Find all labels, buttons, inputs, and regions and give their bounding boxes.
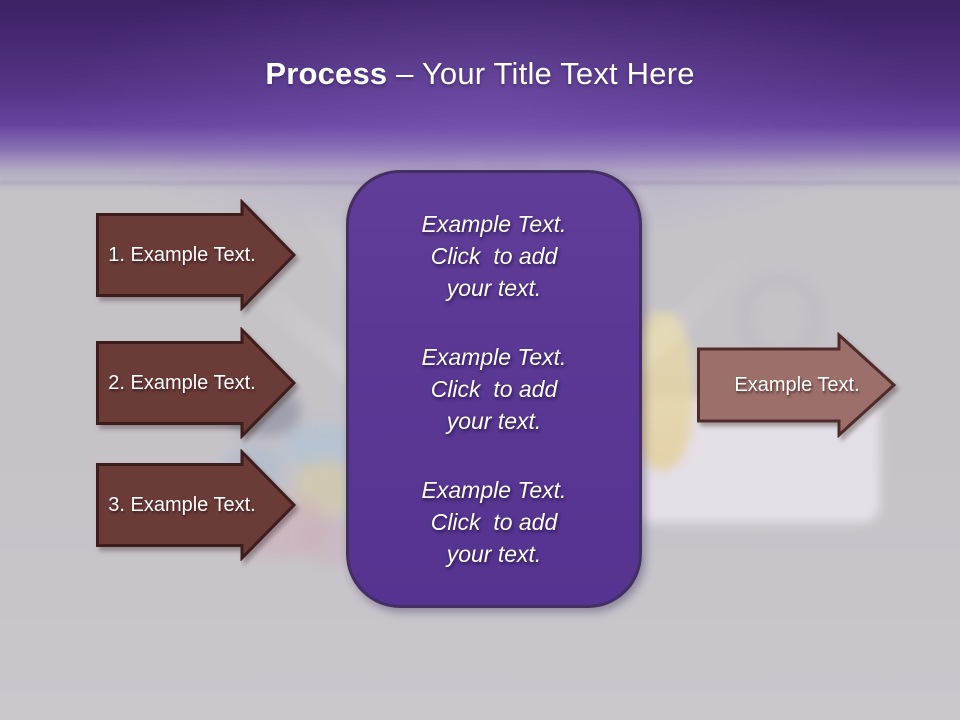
process-arrow-2: 2. Example Text. — [96, 327, 298, 439]
arrow-label: Example Text. — [734, 373, 860, 396]
content-paragraph-2: Example Text. Click to add your text. — [421, 344, 567, 434]
arrow-label: 3. Example Text. — [108, 493, 256, 516]
arrow-label: 2. Example Text. — [108, 371, 256, 394]
content-paragraph-3: Example Text. Click to add your text. — [421, 477, 567, 567]
process-arrow-1: 1. Example Text. — [96, 199, 298, 311]
slide-title: Process – Your Title Text Here — [0, 56, 960, 92]
output-arrow: Example Text. — [697, 332, 897, 438]
title-keyword: Process — [265, 56, 388, 91]
right-arrow-shape-icon — [96, 199, 297, 311]
right-arrow-shape-icon — [697, 332, 897, 438]
content-box: Example Text. Click to add your text. Ex… — [346, 170, 642, 608]
title-rest: – Your Title Text Here — [387, 56, 695, 91]
right-arrow-shape-icon — [96, 449, 297, 561]
content-paragraph-1: Example Text. Click to add your text. — [421, 211, 567, 301]
arrow-label: 1. Example Text. — [108, 243, 256, 266]
right-arrow-shape-icon — [96, 327, 297, 439]
quilt-patch-yellow — [295, 460, 353, 518]
process-arrow-3: 3. Example Text. — [96, 449, 298, 561]
